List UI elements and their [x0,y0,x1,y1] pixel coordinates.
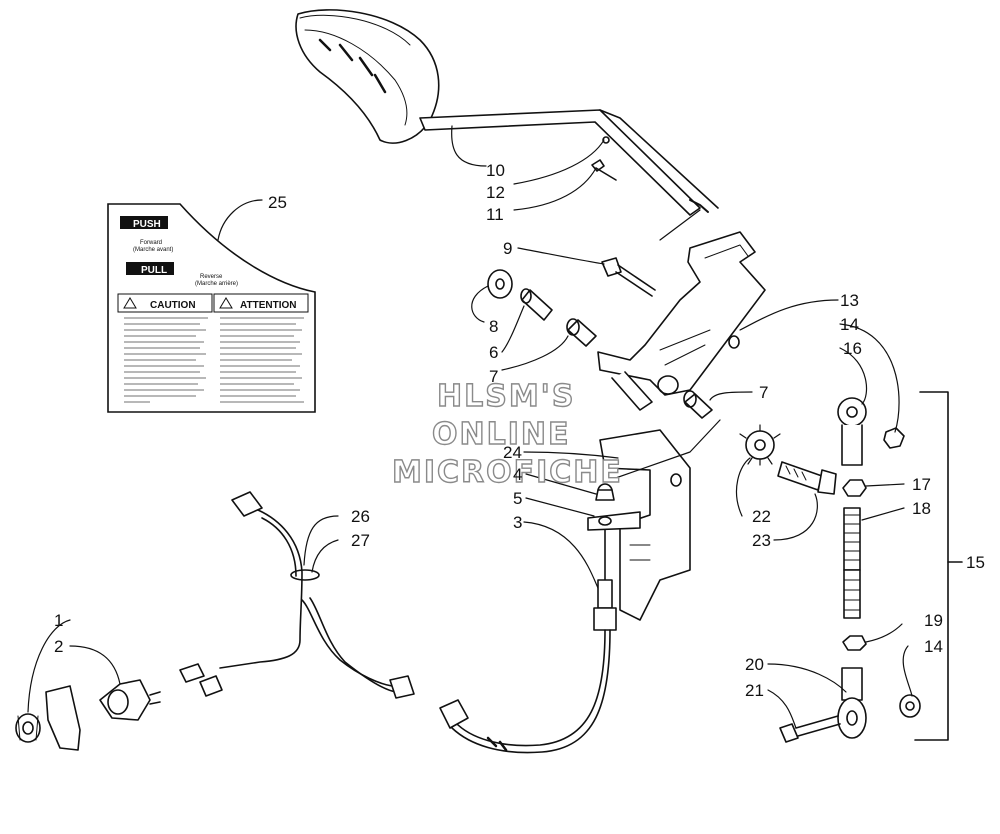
callout-18: 18 [912,499,931,518]
attention-label: ATTENTION [240,300,296,311]
stud-18 [843,507,861,571]
assembly-bracket-15 [914,391,963,741]
leader-lines [27,125,913,729]
pull-sub2: (Marche arrière) [195,281,238,287]
bushing-6 [520,288,553,321]
callout-25: 25 [268,193,287,212]
bolt-23 [777,461,837,495]
cap-4 [595,483,615,501]
callout-1: 1 [54,611,63,630]
callout-21: 21 [745,681,764,700]
callout-15: 15 [966,553,985,572]
watermark: HLSM'S ONLINE MICROFICHE [391,378,623,490]
wiring-harness [179,491,415,699]
callout-8: 8 [489,317,498,336]
callout-6: 6 [489,343,498,362]
rod-end-16 [837,397,867,466]
nut-1 [15,713,41,743]
callout-14a: 14 [840,315,859,334]
bushing-7b [683,390,713,419]
callout-27: 27 [351,531,370,550]
pull-label: PULL [141,265,167,276]
push-sub1: Forward [140,240,162,246]
callout-7b: 7 [759,383,768,402]
shift-lever-assembly [295,9,719,216]
nut-19 [842,635,867,651]
callout-2: 2 [54,637,63,656]
nut-14b [899,694,921,718]
push-label: PUSH [133,219,161,230]
callout-numbers: 1 2 3 4 5 6 7 7 8 9 10 11 12 13 14 14 15… [54,161,985,700]
callout-10: 10 [486,161,505,180]
callout-3: 3 [513,513,522,532]
switch-cable [439,529,617,754]
callout-20: 20 [745,655,764,674]
callout-14b: 14 [924,637,943,656]
watermark-line3: MICROFICHE [392,455,623,490]
callout-23: 23 [752,531,771,550]
warning-decal: PUSH Forward (Marche avant) PULL Reverse… [107,203,316,413]
bolt-21 [779,715,841,743]
bolt-9 [601,257,656,297]
lockwasher-22 [739,424,781,466]
callout-7a: 7 [489,367,498,386]
callout-4: 4 [513,465,522,484]
switch-2 [45,679,161,751]
nut-14a [883,427,905,449]
watermark-line1: HLSM'S [437,379,575,414]
callout-12: 12 [486,183,505,202]
pin-12-11 [591,136,617,181]
callout-24: 24 [503,443,522,462]
nut-17 [842,479,867,497]
washer-8 [487,269,513,299]
callout-9: 9 [503,239,512,258]
pull-label-box [126,262,174,275]
callout-11: 11 [486,205,504,224]
callout-13: 13 [840,291,859,310]
callout-22: 22 [752,507,771,526]
callout-19: 19 [924,611,943,630]
cable-bracket-3 [587,429,691,621]
watermark-line2: ONLINE [432,417,571,452]
callout-26: 26 [351,507,370,526]
push-label-box [120,216,168,229]
shifter-bracket [597,231,766,411]
caution-label: CAUTION [150,300,196,311]
pull-sub1: Reverse [200,274,223,280]
sleeve [843,569,861,619]
rod-end-20 [837,667,867,739]
push-sub2: (Marche avant) [133,247,173,253]
callout-17: 17 [912,475,931,494]
callout-16: 16 [843,339,862,358]
bushing-7a [566,318,597,347]
callout-5: 5 [513,489,522,508]
